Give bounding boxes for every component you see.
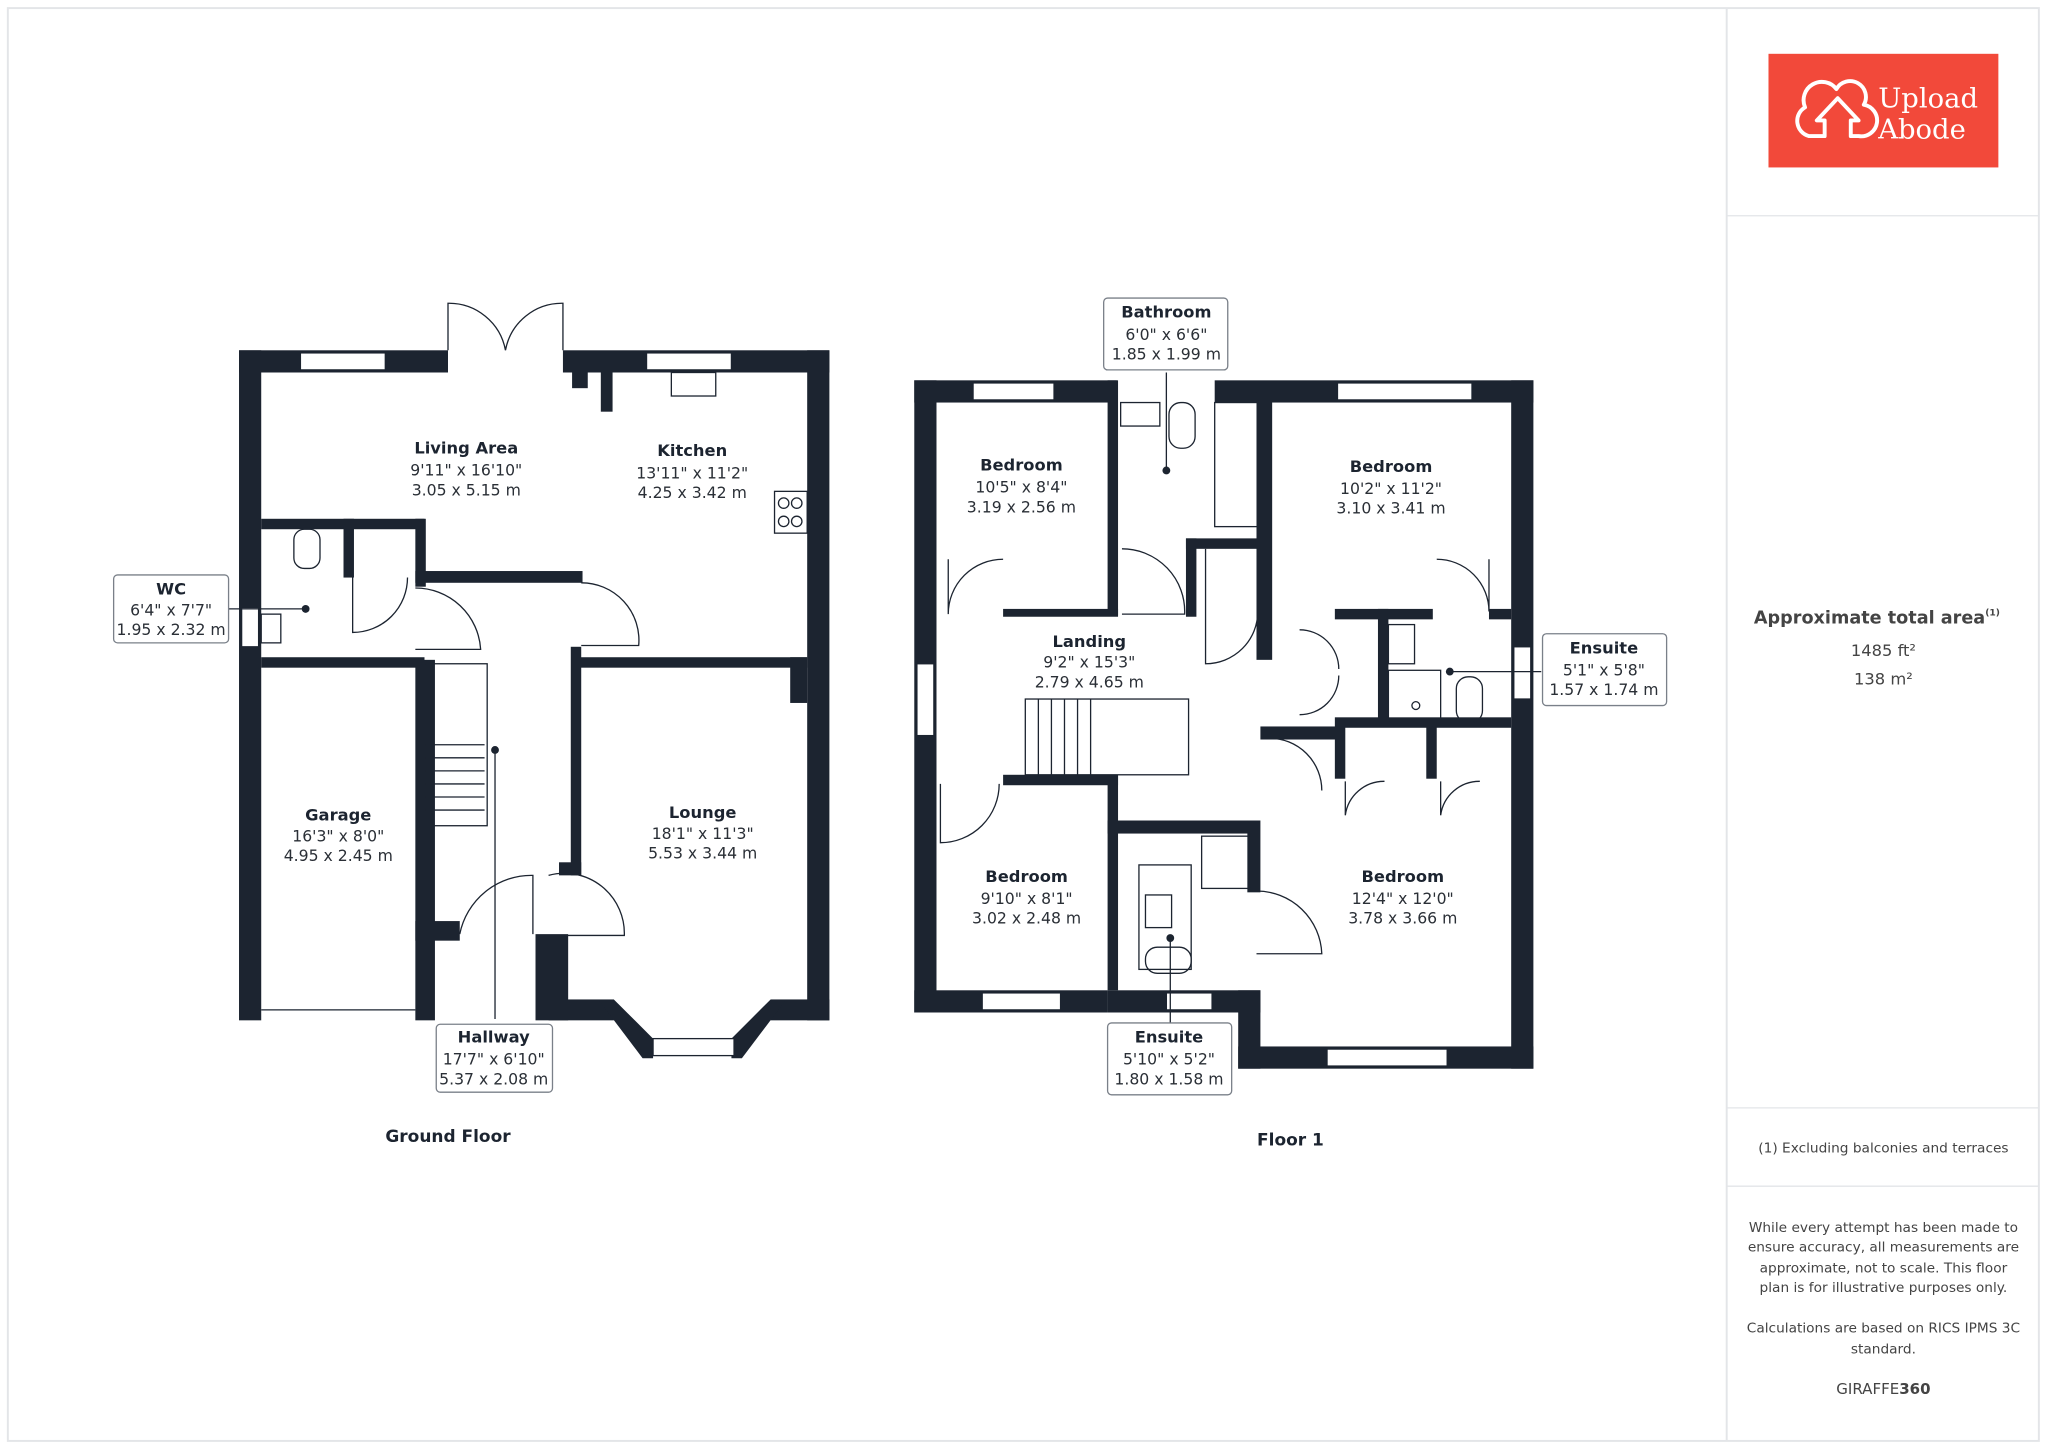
svg-text:WC: WC	[156, 580, 186, 599]
svg-text:Bedroom: Bedroom	[980, 455, 1063, 474]
svg-text:1.80 x 1.58 m: 1.80 x 1.58 m	[1114, 1069, 1223, 1088]
svg-text:18'1" x 11'3": 18'1" x 11'3"	[652, 824, 754, 843]
svg-text:Hallway: Hallway	[458, 1028, 530, 1047]
svg-text:Living Area: Living Area	[414, 438, 518, 457]
disclaimer: While every attempt has been made to	[1749, 1220, 2018, 1236]
area-m: 138 m²	[1854, 670, 1913, 689]
room-label-bathroom: Bathroom 6'0" x 6'6" 1.85 x 1.99 m	[1103, 297, 1229, 371]
svg-text:approximate, not to scale. Thi: approximate, not to scale. This floor	[1760, 1260, 2008, 1276]
window	[645, 352, 733, 371]
room-label-bedroom-2: Bedroom 10'2" x 11'2" 3.10 x 3.41 m	[1336, 457, 1445, 518]
svg-text:9'11" x 16'10": 9'11" x 16'10"	[410, 461, 522, 480]
svg-text:9'2" x 15'3": 9'2" x 15'3"	[1043, 653, 1135, 672]
svg-text:Ensuite: Ensuite	[1570, 638, 1639, 657]
svg-text:ensure accuracy, all measureme: ensure accuracy, all measurements are	[1748, 1240, 2019, 1256]
floor-1-plan	[914, 372, 1542, 1069]
svg-text:Bedroom: Bedroom	[1361, 867, 1444, 886]
svg-text:Bedroom: Bedroom	[985, 867, 1068, 886]
svg-text:16'3" x 8'0": 16'3" x 8'0"	[292, 826, 384, 845]
svg-text:Lounge: Lounge	[669, 803, 737, 822]
svg-text:1.95 x 2.32 m: 1.95 x 2.32 m	[117, 620, 226, 639]
svg-text:Kitchen: Kitchen	[657, 441, 727, 460]
window	[240, 606, 260, 648]
svg-text:Bedroom: Bedroom	[1350, 457, 1433, 476]
svg-text:6'0" x 6'6": 6'0" x 6'6"	[1125, 325, 1207, 344]
cloud-house-icon	[1795, 79, 1880, 139]
ground-floor-plan	[239, 302, 830, 1059]
area-ft: 1485 ft²	[1851, 641, 1916, 660]
svg-text:3.10 x 3.41 m: 3.10 x 3.41 m	[1336, 499, 1445, 518]
area-title: Approximate total area(1)	[1754, 608, 2000, 628]
svg-text:3.05 x 5.15 m: 3.05 x 5.15 m	[412, 480, 521, 499]
page-border	[6, 7, 2040, 1442]
svg-text:12'4" x 12'0": 12'4" x 12'0"	[1352, 889, 1454, 908]
svg-text:13'11" x 11'2": 13'11" x 11'2"	[636, 463, 748, 482]
floor-label-ground: Ground Floor	[385, 1127, 511, 1147]
svg-text:Ensuite: Ensuite	[1135, 1028, 1204, 1047]
svg-text:4.95 x 2.45 m: 4.95 x 2.45 m	[284, 846, 393, 865]
room-label-hallway: Hallway 17'7" x 6'10" 5.37 x 2.08 m	[435, 1023, 554, 1093]
room-label-lounge: Lounge 18'1" x 11'3" 5.53 x 3.44 m	[648, 803, 757, 862]
french-doors	[447, 302, 564, 351]
svg-text:5'1" x 5'8": 5'1" x 5'8"	[1563, 661, 1645, 680]
room-label-ensuite-2: Ensuite 5'10" x 5'2" 1.80 x 1.58 m	[1106, 1022, 1233, 1096]
footnote: (1) Excluding balconies and terraces	[1758, 1140, 2008, 1156]
room-label-garage: Garage 16'3" x 8'0" 4.95 x 2.45 m	[284, 806, 393, 865]
room-label-wc: WC 6'4" x 7'7" 1.95 x 2.32 m	[112, 574, 310, 644]
svg-text:2.79 x 4.65 m: 2.79 x 4.65 m	[1035, 672, 1144, 691]
svg-text:5.53 x 3.44 m: 5.53 x 3.44 m	[648, 843, 757, 862]
giraffe360-credit: GIRAFFE360	[1836, 1380, 1930, 1398]
room-label-bedroom-1: Bedroom 10'5" x 8'4" 3.19 x 2.56 m	[967, 455, 1076, 516]
upload-abode-logo: Upload Abode	[1768, 53, 1999, 168]
room-label-bedroom-3: Bedroom 9'10" x 8'1" 3.02 x 2.48 m	[972, 867, 1081, 928]
svg-text:17'7" x 6'10": 17'7" x 6'10"	[443, 1050, 545, 1069]
svg-text:Bathroom: Bathroom	[1121, 303, 1211, 322]
svg-text:5.37 x 2.08 m: 5.37 x 2.08 m	[439, 1069, 548, 1088]
svg-text:1.85 x 1.99 m: 1.85 x 1.99 m	[1112, 344, 1221, 363]
svg-text:plan is for illustrative purpo: plan is for illustrative purposes only.	[1760, 1280, 2008, 1296]
svg-text:10'5" x 8'4": 10'5" x 8'4"	[975, 478, 1067, 497]
room-label-bedroom-4: Bedroom 12'4" x 12'0" 3.78 x 3.66 m	[1348, 867, 1457, 928]
svg-text:3.19 x 2.56 m: 3.19 x 2.56 m	[967, 497, 1076, 516]
svg-text:6'4" x 7'7": 6'4" x 7'7"	[130, 600, 212, 619]
svg-text:3.78 x 3.66 m: 3.78 x 3.66 m	[1348, 909, 1457, 928]
svg-text:Garage: Garage	[305, 806, 371, 825]
room-label-living-area: Living Area 9'11" x 16'10" 3.05 x 5.15 m	[410, 438, 522, 499]
window	[299, 352, 386, 371]
room-label-landing: Landing 9'2" x 15'3" 2.79 x 4.65 m	[1035, 632, 1144, 691]
svg-text:4.25 x 3.42 m: 4.25 x 3.42 m	[638, 483, 747, 502]
svg-text:5'10" x 5'2": 5'10" x 5'2"	[1123, 1050, 1215, 1069]
svg-text:Abode: Abode	[1877, 115, 1966, 146]
svg-text:Landing: Landing	[1053, 632, 1127, 651]
svg-text:3.02 x 2.48 m: 3.02 x 2.48 m	[972, 909, 1081, 928]
calc-note: Calculations are based on RICS IPMS 3C	[1747, 1321, 2020, 1337]
room-label-ensuite-1: Ensuite 5'1" x 5'8" 1.57 x 1.74 m	[1541, 633, 1668, 707]
floor-label-floor-1: Floor 1	[1257, 1131, 1324, 1151]
svg-text:10'2" x 11'2": 10'2" x 11'2"	[1340, 479, 1442, 498]
room-label-kitchen: Kitchen 13'11" x 11'2" 4.25 x 3.42 m	[636, 441, 748, 502]
svg-text:9'10" x 8'1": 9'10" x 8'1"	[981, 889, 1073, 908]
svg-text:1.57 x 1.74 m: 1.57 x 1.74 m	[1549, 680, 1658, 699]
svg-text:Upload: Upload	[1878, 83, 1978, 114]
svg-text:standard.: standard.	[1851, 1341, 1916, 1357]
